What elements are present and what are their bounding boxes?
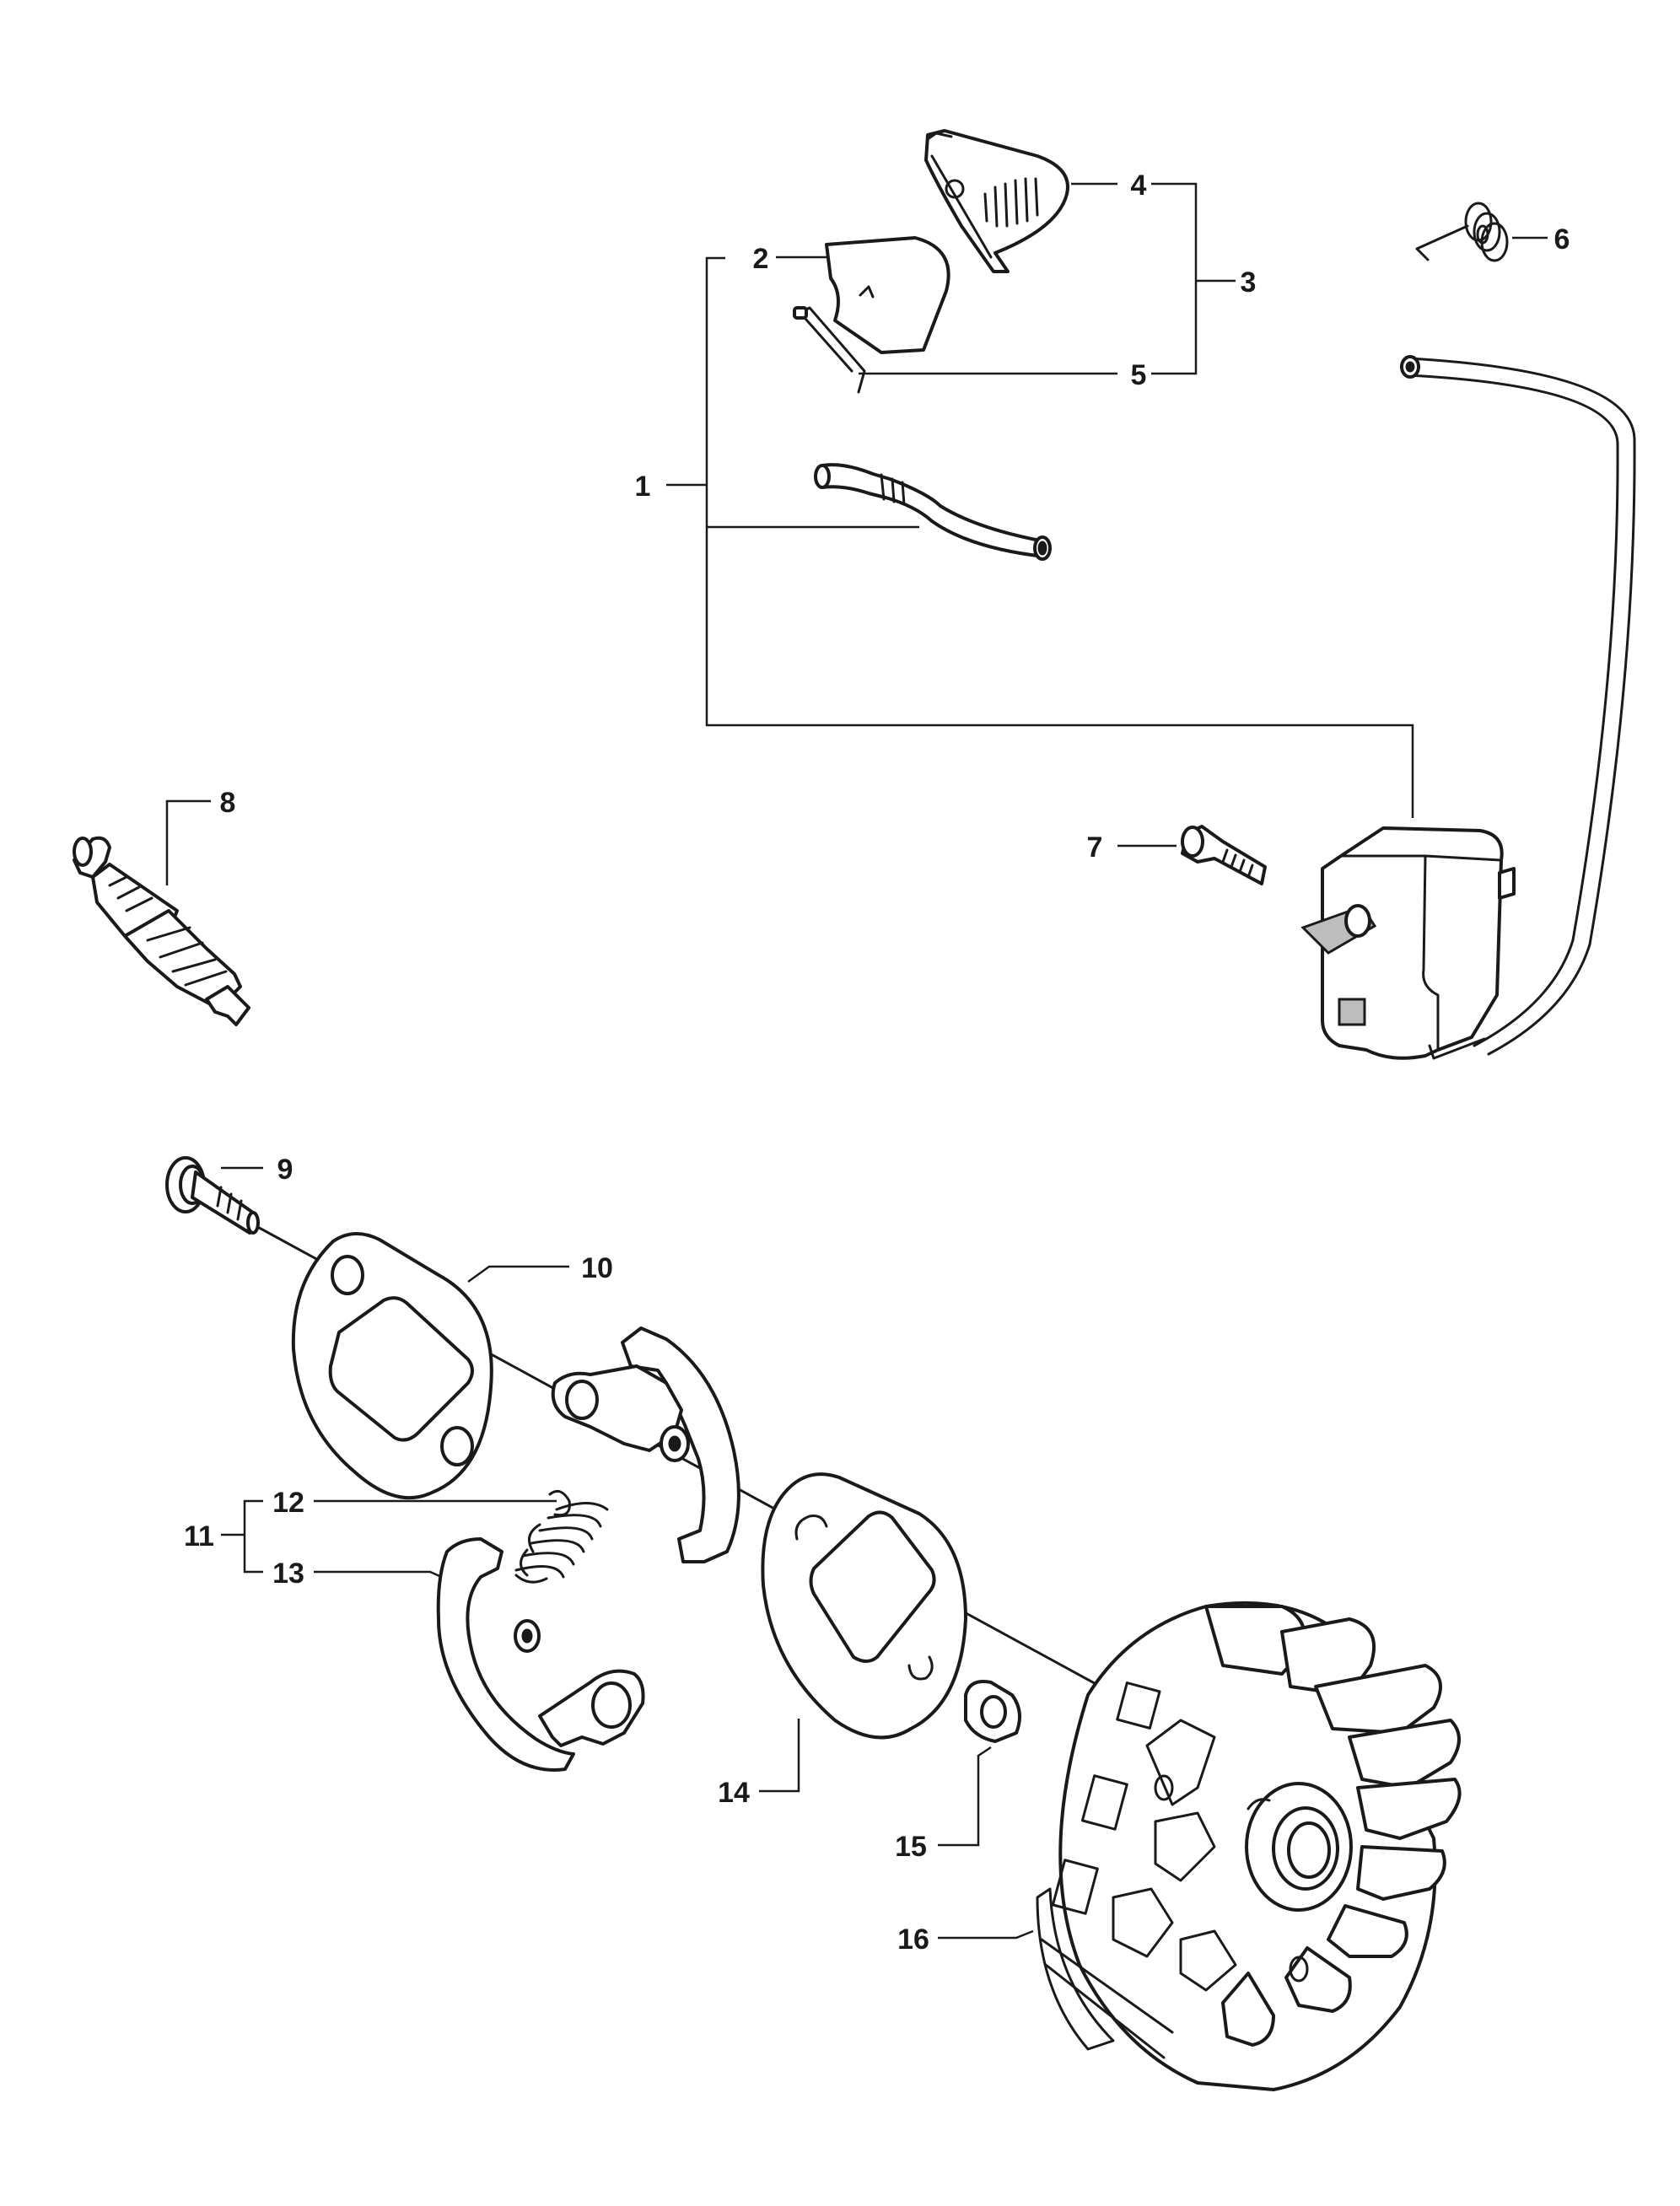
callout-10: 10 xyxy=(581,1252,613,1284)
callout-13: 13 xyxy=(272,1558,304,1590)
callout-4: 4 xyxy=(1131,169,1147,202)
callout-16: 16 xyxy=(897,1924,929,1956)
callout-5: 5 xyxy=(1131,359,1147,391)
part-shield xyxy=(825,236,950,354)
part-spark-plug xyxy=(73,836,250,1026)
callout-14: 14 xyxy=(718,1777,750,1809)
callout-11: 11 xyxy=(184,1520,214,1552)
part-ignition-module xyxy=(1300,826,1516,1060)
callout-6: 6 xyxy=(1554,223,1570,256)
leader-lines xyxy=(165,182,1548,1940)
callout-9: 9 xyxy=(277,1154,293,1186)
part-clutch-plate-front xyxy=(761,1472,967,1740)
callout-8: 8 xyxy=(220,787,236,819)
callout-15: 15 xyxy=(895,1831,927,1863)
part-screw-ignition xyxy=(1181,825,1267,885)
part-clutch-spring xyxy=(514,1489,609,1584)
callout-1: 1 xyxy=(635,471,651,503)
part-flywheel xyxy=(1036,1601,1462,2091)
part-bolt xyxy=(165,1156,260,1235)
part-clutch-shoe-lower xyxy=(436,1537,645,1772)
callout-2: 2 xyxy=(753,243,769,275)
part-slotted-cover xyxy=(924,129,1069,273)
part-torsion-spring xyxy=(1415,202,1509,262)
callout-labels: 1 2 3 4 5 6 7 8 9 10 11 12 13 14 15 16 xyxy=(184,169,1570,1956)
callout-7: 7 xyxy=(1087,831,1103,864)
part-washer xyxy=(964,1680,1021,1743)
part-ignition-lead xyxy=(1400,355,1636,1056)
part-fuel-hose xyxy=(814,463,1052,561)
callout-12: 12 xyxy=(272,1487,304,1519)
part-wire-clip xyxy=(793,306,866,394)
callout-3: 3 xyxy=(1241,266,1257,299)
part-clutch-shoe-upper xyxy=(551,1326,740,1563)
part-clutch-plate-rear xyxy=(291,1232,493,1500)
